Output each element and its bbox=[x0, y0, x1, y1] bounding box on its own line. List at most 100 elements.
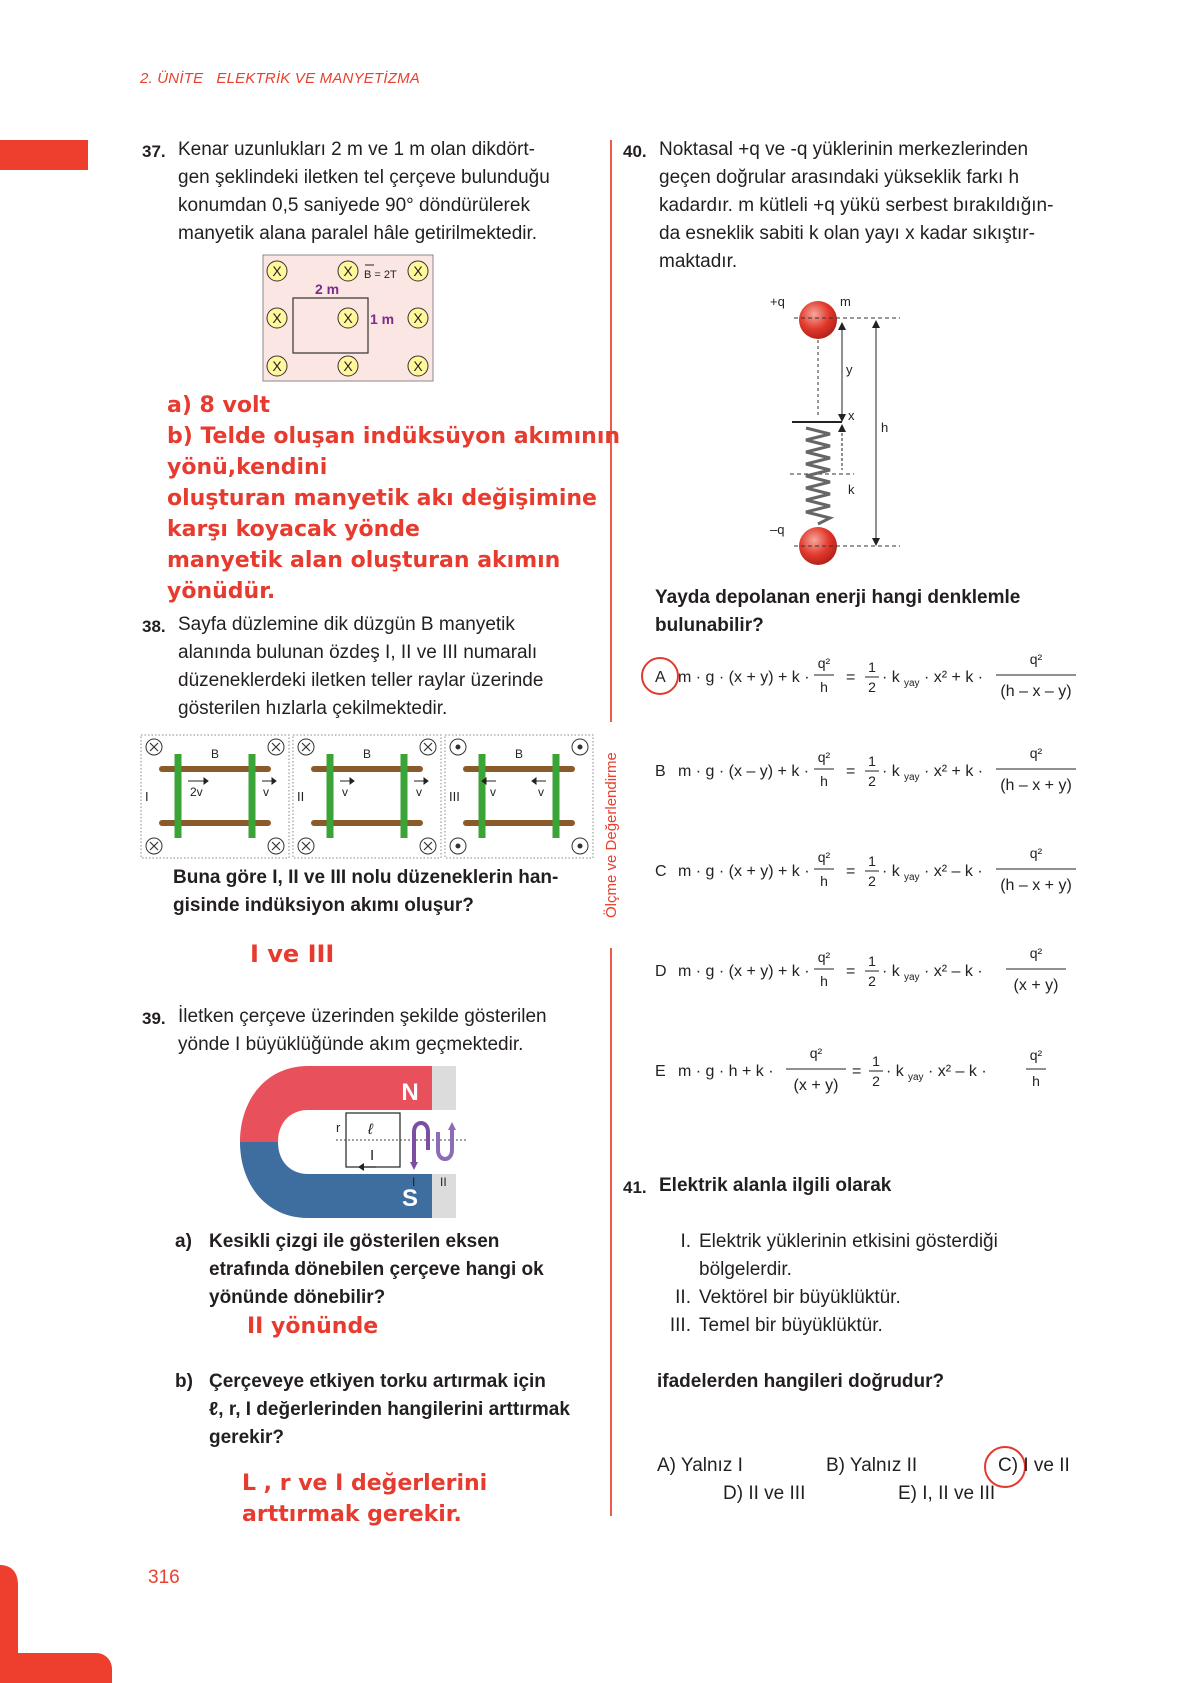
r-label: r bbox=[336, 1120, 341, 1135]
running-header: 2. ÜNİTE ELEKTRİK VE MANYETİZMA bbox=[140, 70, 420, 87]
choice-d: D) II ve III bbox=[723, 1483, 806, 1504]
svg-text:m · g · (x + y) + k ·: m · g · (x + y) + k · bbox=[678, 669, 810, 686]
svg-text:(x + y): (x + y) bbox=[1014, 977, 1059, 994]
q40-spring-figure: +q m y x k h –q bbox=[770, 294, 900, 565]
svg-text:h: h bbox=[1032, 1073, 1040, 1089]
column-divider-bottom bbox=[610, 948, 612, 1516]
q38-answer: I ve III bbox=[250, 940, 335, 968]
k-label: k bbox=[848, 482, 855, 497]
south-label: S bbox=[402, 1185, 418, 1212]
svg-text:q²: q² bbox=[818, 849, 831, 865]
svg-text:yay: yay bbox=[904, 972, 920, 983]
svg-text:m · g · (x – y) + k ·: m · g · (x – y) + k · bbox=[678, 763, 809, 780]
svg-text:· x² – k ·: · x² – k · bbox=[924, 963, 983, 980]
option-label: B bbox=[655, 763, 666, 780]
length-1m: 1 m bbox=[370, 311, 394, 327]
panel-label-ii: II bbox=[297, 789, 304, 804]
svg-text:yay: yay bbox=[908, 1072, 924, 1083]
svg-text:· x² + k ·: · x² + k · bbox=[924, 763, 983, 780]
b-label: B bbox=[211, 747, 219, 761]
page-number: 316 bbox=[148, 1567, 180, 1588]
q40-text: Noktasal +q ve -q yüklerinin merkezlerin… bbox=[659, 139, 1054, 272]
choice-a: A) Yalnız I bbox=[657, 1455, 743, 1476]
q38-figure: B B B I II III 2v v v v v v bbox=[140, 734, 594, 859]
b-label: B bbox=[515, 747, 523, 761]
l-label: ℓ bbox=[367, 1121, 374, 1138]
svg-text:m · g · h + k ·: m · g · h + k · bbox=[678, 1063, 774, 1080]
svg-text:q²: q² bbox=[1030, 745, 1043, 761]
option-label: A bbox=[655, 669, 666, 686]
svg-text:1: 1 bbox=[868, 753, 876, 769]
q39-b-label: b) bbox=[175, 1371, 193, 1392]
svg-text:(h – x – y): (h – x – y) bbox=[1000, 683, 1071, 700]
direction-label-ii: II bbox=[440, 1175, 447, 1189]
velocity-label: v bbox=[342, 785, 348, 799]
option-label: E bbox=[655, 1063, 666, 1080]
q40-number: 40. bbox=[623, 142, 647, 161]
q39-a-text: Kesikli çizgi ile gösterilen eksen etraf… bbox=[209, 1231, 544, 1308]
svg-text:h: h bbox=[820, 973, 828, 989]
option-b: B m · g · (x – y) + k · q² h = 1 2 · k y… bbox=[655, 745, 1076, 794]
option-e: E m · g · h + k · q² (x + y) = 1 2 · k y… bbox=[655, 1045, 1046, 1094]
svg-text:· x² – k ·: · x² – k · bbox=[928, 1063, 987, 1080]
option-a: A m · g · (x + y) + k · q² h = 1 2 · k y… bbox=[641, 651, 1076, 700]
choice-b: B) Yalnız II bbox=[826, 1455, 918, 1476]
x-mark: X bbox=[343, 263, 353, 279]
x-mark: X bbox=[343, 310, 353, 326]
q41-items: I.Elektrik yüklerinin etkisini gösterdiğ… bbox=[669, 1231, 998, 1336]
y-label: y bbox=[846, 362, 853, 377]
svg-text:(h – x + y): (h – x + y) bbox=[1000, 777, 1072, 794]
x-mark: X bbox=[413, 358, 423, 374]
svg-text:q²: q² bbox=[1030, 1047, 1043, 1063]
side-label: Ölçme ve Değerlendirme bbox=[603, 752, 620, 918]
option-label: D bbox=[655, 963, 667, 980]
svg-text:yay: yay bbox=[904, 678, 920, 689]
svg-text:q²: q² bbox=[810, 1045, 823, 1061]
svg-text:q²: q² bbox=[818, 749, 831, 765]
svg-text:2: 2 bbox=[868, 773, 876, 789]
q41-stem: Elektrik alanla ilgili olarak bbox=[659, 1175, 892, 1196]
svg-text:=: = bbox=[852, 1063, 861, 1080]
q39-b-text: Çerçeveye etkiyen torku artırmak için ℓ,… bbox=[209, 1371, 570, 1448]
velocity-label: v bbox=[538, 785, 544, 799]
svg-text:q²: q² bbox=[818, 949, 831, 965]
svg-text:=: = bbox=[846, 863, 855, 880]
svg-text:=: = bbox=[846, 963, 855, 980]
svg-text:2: 2 bbox=[868, 873, 876, 889]
svg-text:· x² + k ·: · x² + k · bbox=[924, 669, 983, 686]
x-mark: X bbox=[272, 263, 282, 279]
q39-a-answer: II yönünde bbox=[247, 1314, 379, 1339]
svg-text:· x² – k ·: · x² – k · bbox=[924, 863, 983, 880]
svg-text:q²: q² bbox=[1030, 945, 1043, 961]
svg-text:h: h bbox=[820, 773, 828, 789]
svg-text:=: = bbox=[846, 669, 855, 686]
q40-options: A m · g · (x + y) + k · q² h = 1 2 · k y… bbox=[641, 651, 1076, 1094]
q39-text: İletken çerçeve üzerinden şekilde göster… bbox=[178, 1006, 547, 1055]
i-label: I bbox=[370, 1147, 374, 1164]
svg-text:1: 1 bbox=[868, 953, 876, 969]
svg-text:2: 2 bbox=[868, 973, 876, 989]
x-mark: X bbox=[413, 263, 423, 279]
svg-text:· k: · k bbox=[882, 669, 901, 686]
page-corner-decoration bbox=[0, 1565, 112, 1683]
svg-text:· k: · k bbox=[886, 1063, 905, 1080]
panel-label-iii: III bbox=[449, 789, 460, 804]
svg-text:m · g · (x + y) + k ·: m · g · (x + y) + k · bbox=[678, 963, 810, 980]
svg-text:2: 2 bbox=[868, 679, 876, 695]
svg-text:q²: q² bbox=[818, 655, 831, 671]
velocity-label: v bbox=[490, 785, 496, 799]
h-label: h bbox=[881, 420, 888, 435]
m-label: m bbox=[840, 294, 851, 309]
q39-magnet-figure: N S r ℓ I I II bbox=[240, 1066, 468, 1218]
option-d: D m · g · (x + y) + k · q² h = 1 2 · k y… bbox=[655, 945, 1066, 994]
q39-a-label: a) bbox=[175, 1231, 192, 1252]
q41-number: 41. bbox=[623, 1178, 647, 1197]
x-mark: X bbox=[343, 358, 353, 374]
option-label: C bbox=[655, 863, 667, 880]
q38-question: Buna göre I, II ve III nolu düzeneklerin… bbox=[173, 867, 559, 916]
velocity-label: v bbox=[416, 785, 422, 799]
selected-answer-circle bbox=[984, 1446, 1026, 1488]
svg-text:(h – x + y): (h – x + y) bbox=[1000, 877, 1072, 894]
svg-text:=: = bbox=[846, 763, 855, 780]
